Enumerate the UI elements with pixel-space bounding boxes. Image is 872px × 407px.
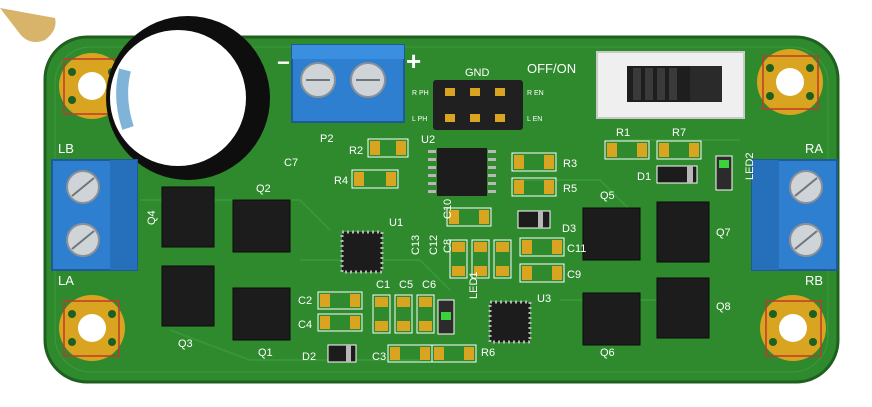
led-led2: [715, 155, 733, 191]
ic-u1: [340, 230, 384, 274]
label-c5: C5: [399, 279, 413, 291]
label-c4: C4: [298, 319, 312, 331]
label-r1: R1: [616, 127, 630, 139]
label-r3: R3: [563, 158, 577, 170]
label-minus: −: [277, 50, 290, 75]
label-d1: D1: [637, 171, 651, 183]
ic-u3: [488, 300, 532, 344]
label-led2: LED2: [744, 152, 756, 180]
label-u3: U3: [537, 293, 551, 305]
diode-d2: [327, 344, 357, 363]
label-c6: C6: [422, 279, 436, 291]
label-c1: C1: [376, 279, 390, 291]
label-c2: C2: [298, 295, 312, 307]
label-q1: Q1: [258, 347, 273, 359]
label-c10: C10: [442, 199, 454, 219]
label-led1: LED1: [468, 271, 480, 299]
label-rb: RB: [805, 273, 823, 288]
label-len: L EN: [527, 116, 542, 123]
label-q2: Q2: [256, 183, 271, 195]
q2-body: [232, 199, 291, 253]
mounting-hole-top-right: [757, 49, 823, 115]
label-plus: +: [406, 46, 421, 76]
label-lb: LB: [58, 141, 74, 156]
label-ra: RA: [805, 141, 823, 156]
led-led1: [437, 299, 455, 335]
mosfets: [161, 186, 710, 346]
label-q7: Q7: [716, 227, 731, 239]
label-u1: U1: [389, 217, 403, 229]
label-c3: C3: [372, 351, 386, 363]
label-r7: R7: [672, 127, 686, 139]
power-switch[interactable]: [596, 51, 745, 119]
label-c8: C8: [442, 239, 454, 253]
label-c9: C9: [567, 269, 581, 281]
label-c7: C7: [284, 157, 298, 169]
terminal-left: [51, 159, 138, 271]
q5-body: [582, 207, 641, 261]
label-d3: D3: [562, 223, 576, 235]
smd-parts: [317, 138, 702, 363]
diode-d1: [656, 165, 698, 184]
label-r2: R2: [349, 145, 363, 157]
q1-body: [232, 287, 291, 341]
label-c13: C13: [410, 235, 422, 255]
label-q3: Q3: [178, 338, 193, 350]
label-ren: R EN: [527, 90, 544, 97]
capacitor-c7: [106, 16, 270, 180]
label-c12: C12: [428, 235, 440, 255]
label-p2: P2: [320, 133, 333, 145]
label-r6: R6: [481, 347, 495, 359]
label-q5: Q5: [600, 190, 615, 202]
label-q6: Q6: [600, 347, 615, 359]
q3-body: [161, 265, 215, 327]
label-la: LA: [58, 273, 74, 288]
label-lph: L PH: [412, 116, 427, 123]
q4-body: [161, 186, 215, 248]
label-off-on: OFF/ON: [527, 61, 576, 76]
label-rph: R PH: [412, 90, 429, 97]
label-gnd: GND: [465, 67, 490, 79]
label-r4: R4: [334, 175, 348, 187]
corner-artifact: [0, 8, 56, 42]
label-u2: U2: [421, 134, 435, 146]
diode-d3: [517, 210, 551, 229]
label-q8: Q8: [716, 301, 731, 313]
terminal-p2: [291, 44, 405, 123]
label-r5: R5: [563, 183, 577, 195]
ic-u2: [428, 148, 496, 196]
mounting-hole-bottom-left: [59, 295, 125, 361]
q6-body: [582, 292, 641, 346]
label-c11: C11: [567, 243, 586, 255]
terminal-right: [751, 159, 838, 271]
q7-body: [656, 201, 710, 263]
gnd-header: [433, 80, 523, 130]
label-q4: Q4: [146, 210, 158, 225]
label-d2: D2: [302, 351, 316, 363]
q8-body: [656, 277, 710, 339]
mounting-hole-bottom-right: [760, 295, 826, 361]
